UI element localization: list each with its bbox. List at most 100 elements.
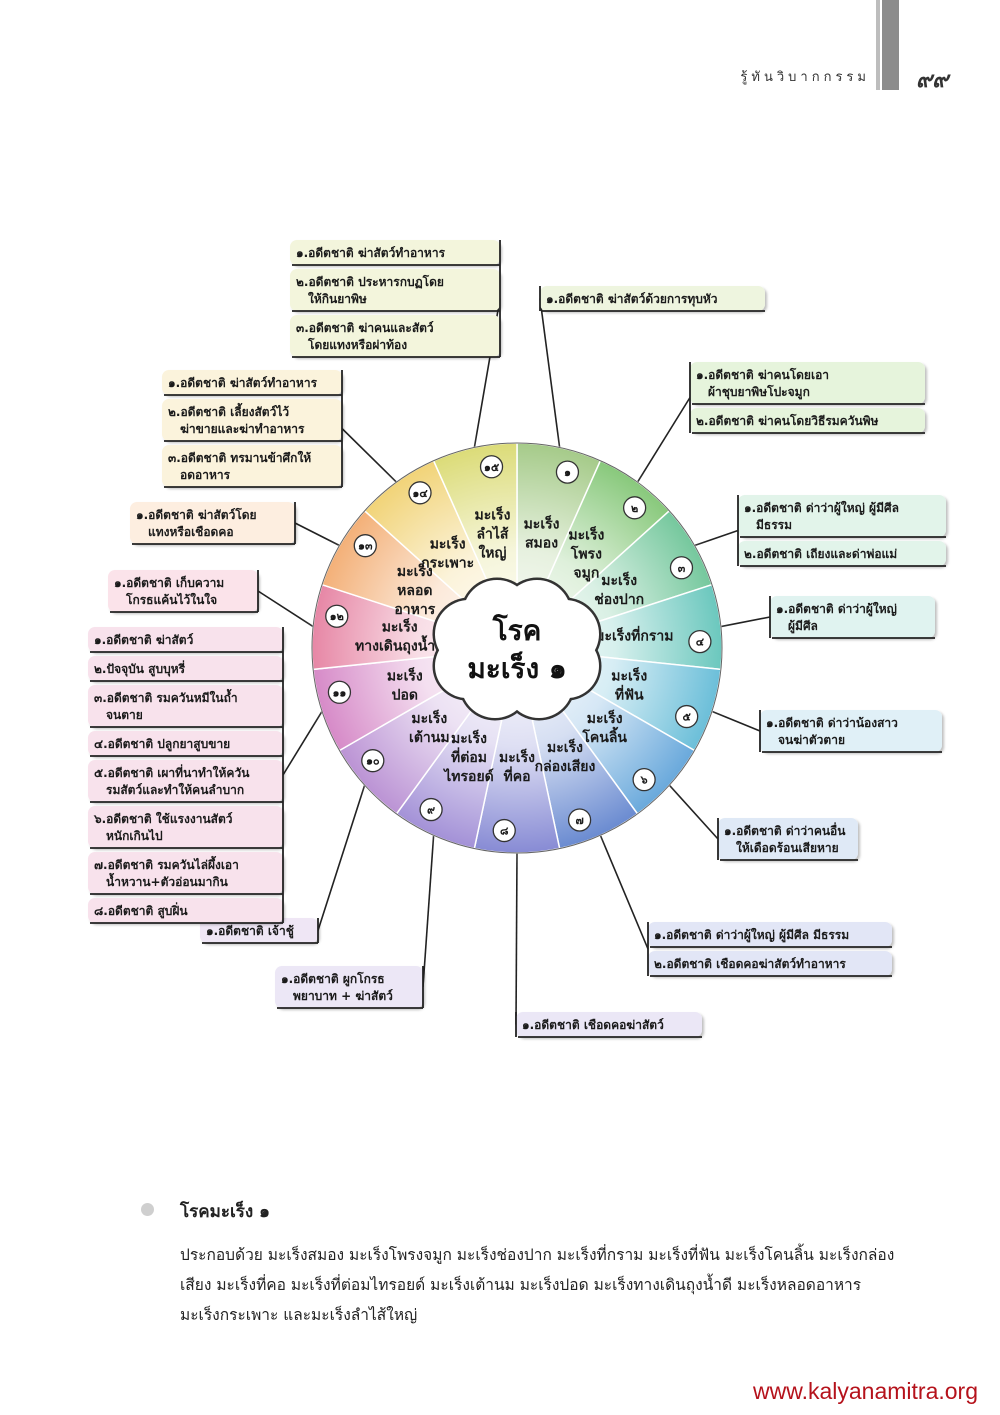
segment-label-1: มะเร็งสมอง [524, 515, 560, 552]
connector-line-8 [515, 852, 518, 1025]
segment-number-badge-13 [353, 534, 377, 558]
cause-item-bg [88, 731, 283, 756]
center-cloud: โรคมะเร็ง ๑ [432, 577, 602, 721]
cause-box-3: ๑.อดีตชาติ ด่าว่าผู้ใหญ่ ผู้มีศีลมีธรรม๒… [737, 495, 946, 567]
cause-text: ๒.อดีตชาติ ฆ่าคนโดยวิธีรมควันพิษ [696, 413, 879, 428]
segment-label-11: มะเร็งปอด [387, 666, 423, 703]
cause-text: รมสัตว์และทำให้คนลำบาก [106, 782, 244, 797]
connector-line-2 [636, 397, 691, 483]
segment-number-badge-4 [688, 629, 712, 654]
cause-text: ให้เดือดร้อนเสียหาย [736, 840, 839, 855]
cause-item-bg [88, 898, 283, 923]
cause-item-bg [200, 918, 318, 943]
website-footer[interactable]: www.kalyanamitra.org [753, 1378, 978, 1404]
cause-item-bg [130, 502, 295, 544]
segment-number-11: ๑๑ [332, 686, 346, 699]
cause-item-bg [275, 966, 423, 1008]
segment-number-4: ๔ [696, 636, 705, 649]
connector-line-9 [422, 835, 435, 988]
cause-item-bg [162, 445, 342, 487]
connector-line-7 [599, 834, 649, 950]
cause-box-7: ๑.อดีตชาติ ด่าว่าผู้ใหญ่ ผู้มีศีล มีธรรม… [647, 922, 892, 977]
cause-text: ๖.อดีตชาติ ใช้แรงงานสัตว์ [93, 811, 233, 826]
cause-item-bg [738, 541, 946, 566]
segment-number-badge-10 [361, 749, 385, 773]
cause-text: ๑.อดีตชาติ ด่าว่าผู้ใหญ่ ผู้มีศีล [744, 500, 899, 516]
cause-item-bg [162, 399, 342, 441]
segment-label-10: มะเร็งเต้านม [409, 709, 450, 746]
cause-box-2: ๑.อดีตชาติ ฆ่าคนโดยเอาผ้าชุบยาพิษโปะจมูก… [689, 362, 925, 434]
section-title: โรคมะเร็ง ๑ [180, 1202, 270, 1222]
cause-item-bg [162, 370, 342, 395]
segment-label-5: มะเร็งที่ฟัน [611, 666, 647, 703]
cause-text: ๑.อดีตชาติ ด่าว่าคนอื่น [724, 822, 846, 838]
cause-item-bg [290, 240, 500, 265]
cause-item-bg [690, 362, 925, 404]
segment-label-9: มะเร็งที่ต่อมไทรอยด์ [442, 729, 494, 785]
cause-text: ให้กินยาพิษ [308, 291, 367, 306]
cause-text: ๑.อดีตชาติ เจ้าชู้ [206, 924, 294, 939]
cause-text: ๑.อดีตชาติ ด่าว่าน้องสาว [766, 716, 898, 730]
cause-text: ๑.อดีตชาติ ฆ่าสัตว์ [94, 633, 194, 647]
cause-item-bg [290, 269, 500, 311]
segment-number-badge-7 [567, 808, 592, 832]
cause-box-8: ๑.อดีตชาติ เชือดคอฆ่าสัตว์ [515, 1012, 702, 1038]
cause-text: จนตาย [106, 708, 143, 722]
connector-line-10 [317, 784, 366, 931]
cause-text: ๓.อดีตชาติ ทรมานข้าศึกให้ [168, 450, 311, 465]
segment-label-14: มะเร็งกระเพาะ [421, 535, 474, 572]
cause-text: ผู้มีศีล [788, 619, 818, 634]
cause-text: ๓.อดีตชาติ ฆ่าคนและสัตว์ [296, 321, 434, 335]
segment-number-6: ๖ [640, 774, 648, 787]
cause-text: ฆ่าขายและฆ่าทำอาหาร [180, 422, 305, 436]
cause-box-10: ๑.อดีตชาติ เจ้าชู้ [200, 918, 319, 944]
center-title-line1: โรค [492, 613, 542, 647]
cause-text: แทงหรือเชือดคอ [148, 525, 234, 539]
segment-number-badge-1 [555, 460, 580, 484]
cause-item-bg [718, 818, 858, 860]
cause-text: ๒.อดีตชาติ เชือดคอฆ่าสัตว์ทำอาหาร [654, 957, 846, 971]
cause-text: ๑.อดีตชาติ เชือดคอฆ่าสัตว์ [522, 1018, 664, 1032]
cause-box-4: ๑.อดีตชาติ ด่าว่าผู้ใหญ่ผู้มีศีล [769, 596, 935, 639]
cause-text: ๑.อดีตชาติ ด่าว่าผู้ใหญ่ [776, 601, 897, 617]
cause-item-bg [290, 315, 500, 357]
segment-number-3: ๓ [678, 562, 686, 575]
segment-number-8: ๘ [500, 825, 509, 838]
segment-label-15: มะเร็งลำไส้ใหญ่ [475, 506, 511, 562]
cause-text: อดอาหาร [180, 468, 231, 482]
cause-box-13: ๑.อดีตชาติ ฆ่าสัตว์โดยแทงหรือเชือดคอ [130, 502, 296, 545]
connector-line-1 [539, 298, 561, 448]
cause-boxes: ๑.อดีตชาติ ฆ่าสัตว์ด้วยการทุบหัว๑.อดีตชา… [88, 240, 946, 1038]
segment-labels: มะเร็งสมอง๑มะเร็งโพรงจมูก๒มะเร็งช่องปาก๓… [325, 455, 712, 843]
cause-text: ๒.อดีตชาติ ประหารกบฏโดย [296, 274, 444, 289]
center-title-line2: มะเร็ง ๑ [467, 651, 566, 685]
segment-number-2: ๒ [631, 502, 638, 515]
segment-number-10: ๑๐ [366, 755, 380, 768]
segment-number-1: ๑ [564, 466, 571, 479]
cause-text: ๑.อดีตชาติ ฆ่าสัตว์ทำอาหาร [296, 246, 446, 260]
section-body: ประกอบด้วย มะเร็งสมอง มะเร็งโพรงจมูก มะเ… [180, 1246, 895, 1324]
segment-label-4: มะเร็งที่กราม [595, 626, 673, 645]
segment-number-badge-2 [622, 496, 647, 520]
segment-number-5: ๕ [683, 711, 692, 724]
cause-text: ๘.อดีตชาติ สูบฝิ่น [94, 902, 188, 919]
cloud-core [455, 602, 579, 694]
cause-item-bg [770, 596, 935, 638]
cause-text: น้ำหวาน+ตัวอ่อนมากิน [106, 872, 229, 889]
bullet-dot [141, 1203, 154, 1216]
cause-item-bg [690, 408, 925, 433]
cause-text: โกรธแค้นไว้ในใจ [125, 592, 217, 607]
cause-text: มีธรรม [756, 518, 792, 532]
page-number: ๙๙ [916, 67, 949, 93]
cause-item-bg [108, 570, 258, 612]
cause-text: ๑.อดีตชาติ เก็บความ [114, 575, 224, 590]
segment-number-14: ๑๔ [412, 487, 428, 500]
cause-text: ๑.อดีตชาติ ฆ่าคนโดยเอา [696, 367, 829, 382]
cause-item-bg [760, 710, 942, 752]
cause-box-11: ๑.อดีตชาติ ฆ่าสัตว์๒.ปัจจุบัน สูบบุหรี่๓… [88, 627, 284, 924]
segment-number-badge-9 [419, 797, 443, 822]
cause-text: จนฆ่าตัวตาย [778, 733, 845, 747]
segment-number-badge-15 [479, 455, 504, 479]
segment-number-badge-11 [327, 680, 352, 704]
